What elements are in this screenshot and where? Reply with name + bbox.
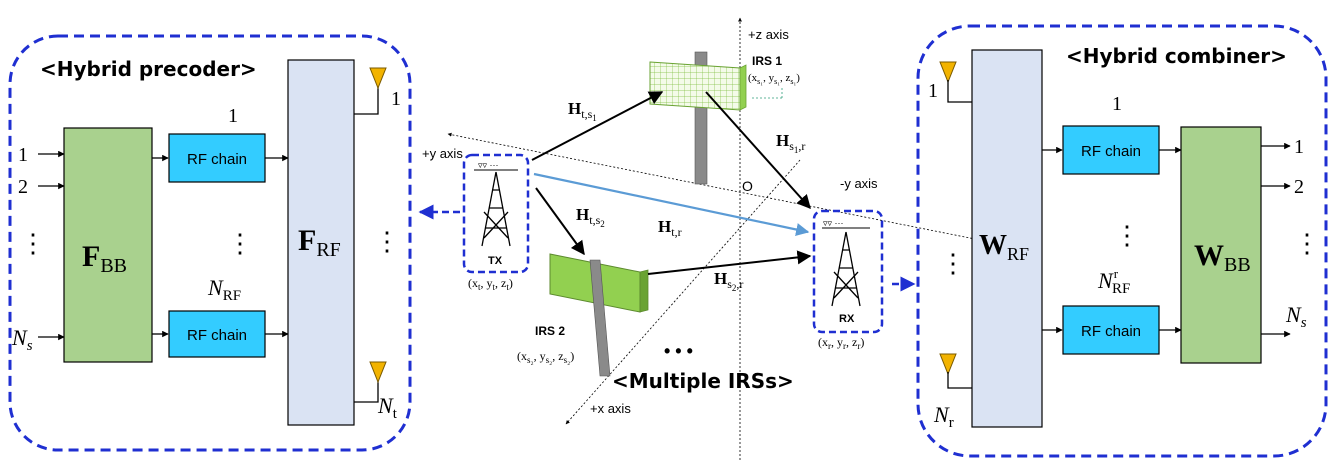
input-label-ns: Ns [11,325,33,354]
irs1-panel-side [739,64,747,111]
rf-vdots: ⋮ [227,229,253,258]
combiner-title: <Hybrid combiner> [1066,44,1287,68]
frf-label: FRF [298,224,341,261]
output-label-ns: Ns [1285,302,1307,331]
label-h-tr: Ht,r [658,217,682,239]
rf-chain-2-label: RF chain [187,327,247,344]
z-axis-label: +z axis [748,27,789,42]
input-label-1: 1 [18,144,28,166]
irs1-panel [649,61,741,111]
y-axis-neg-label: -y axis [840,176,878,191]
origin-label: O [742,178,753,194]
rx-dashed-box [812,209,884,334]
output-label-2: 2 [1294,176,1304,198]
precoder-dashed-border [8,34,412,452]
rx-array-icon: ▿▿ ··· [823,218,844,228]
comb-rf-index-1: 1 [1112,93,1122,115]
output-vdots: ⋮ [1294,229,1320,258]
rf-chain-1-label: RF chain [187,151,247,168]
rf-chain-1-block [168,133,266,183]
comb-rf-chain-2-block [1062,305,1160,355]
fbb-label: FBB [82,240,127,277]
irs2-coord: (xs₂, ys₂, zs₂) [517,349,574,365]
comb-rf-vdots: ⋮ [1114,221,1140,250]
tx-ant-1-feed [354,85,379,115]
tx-label: TX [488,255,503,267]
tx-antenna-nt-icon [369,361,387,384]
more-irs-dots: • • • [664,341,693,361]
irs2-label: IRS 2 [535,324,565,338]
input-label-2: 2 [18,176,28,198]
tx-ant-1-label: 1 [391,88,401,110]
tx-ant-nt-feed [354,380,379,403]
frf-block [287,59,355,426]
rx-coord: (xr, yr, zr) [818,335,864,351]
multiple-irs-label: <Multiple IRSs> [612,369,794,393]
output-label-1: 1 [1294,136,1304,158]
label-h-s2r: Hs2,r [714,269,743,293]
x-axis-label: +x axis [590,401,631,416]
label-h-ts2: Ht,s2 [576,205,605,229]
link-irs2-rx [647,250,812,275]
wrf-block [971,49,1043,428]
y-axis-pos-label: +y axis [422,146,463,161]
irs2-panel-side [639,269,649,313]
x-axis-line [565,159,801,425]
precoder-title: <Hybrid precoder> [40,57,257,81]
wrf-label: WRF [979,230,1029,264]
rx-tower-icon [831,231,861,307]
link-irs1-rx [705,91,811,210]
irs1-label: IRS 1 [752,54,782,68]
comb-rf-chain-1-label: RF chain [1081,143,1141,160]
rx-ant-nr-label: Nr [933,402,954,431]
irs2-pole [589,259,611,377]
rx-antenna-nr-icon [939,353,957,376]
fbb-block [63,127,153,363]
irs1-coord: (xs₁, ys₁, zs₁) [748,72,800,86]
label-h-ts1: Ht,s1 [568,99,597,123]
rx-label: RX [839,313,855,325]
rx-ant-1-feed [947,80,972,103]
link-tx-irs2 [535,187,585,256]
tx-tower-icon [481,171,511,247]
rx-ant-1-label: 1 [928,80,938,102]
tx-coord: (xt, yt, zt) [468,276,513,292]
input-vdots: ⋮ [20,229,46,258]
wbb-label: WBB [1194,239,1251,276]
comb-rf-chain-2-label: RF chain [1081,323,1141,340]
tx-ant-nt-label: Nt [377,393,398,422]
rf-index-1: 1 [228,105,238,127]
tx-dashed-box [462,153,530,274]
tx-antenna-1-icon [369,67,387,90]
antenna-vdots: ⋮ [374,227,400,256]
link-tx-irs1 [531,91,664,161]
rx-antenna-1-icon [939,61,957,84]
comb-rf-chain-1-block [1062,125,1160,175]
nrf-label: NRF [207,275,241,304]
rx-antenna-vdots: ⋮ [940,249,966,278]
wbb-block [1180,126,1262,364]
link-tx-rx-los [533,172,810,236]
y-axis-line [447,132,981,241]
combiner-dashed-border [916,24,1328,458]
label-h-s1r: Hs1,r [776,131,805,155]
tx-array-icon: ▿▿ ··· [478,160,499,170]
rx-ant-nr-feed [947,372,972,389]
